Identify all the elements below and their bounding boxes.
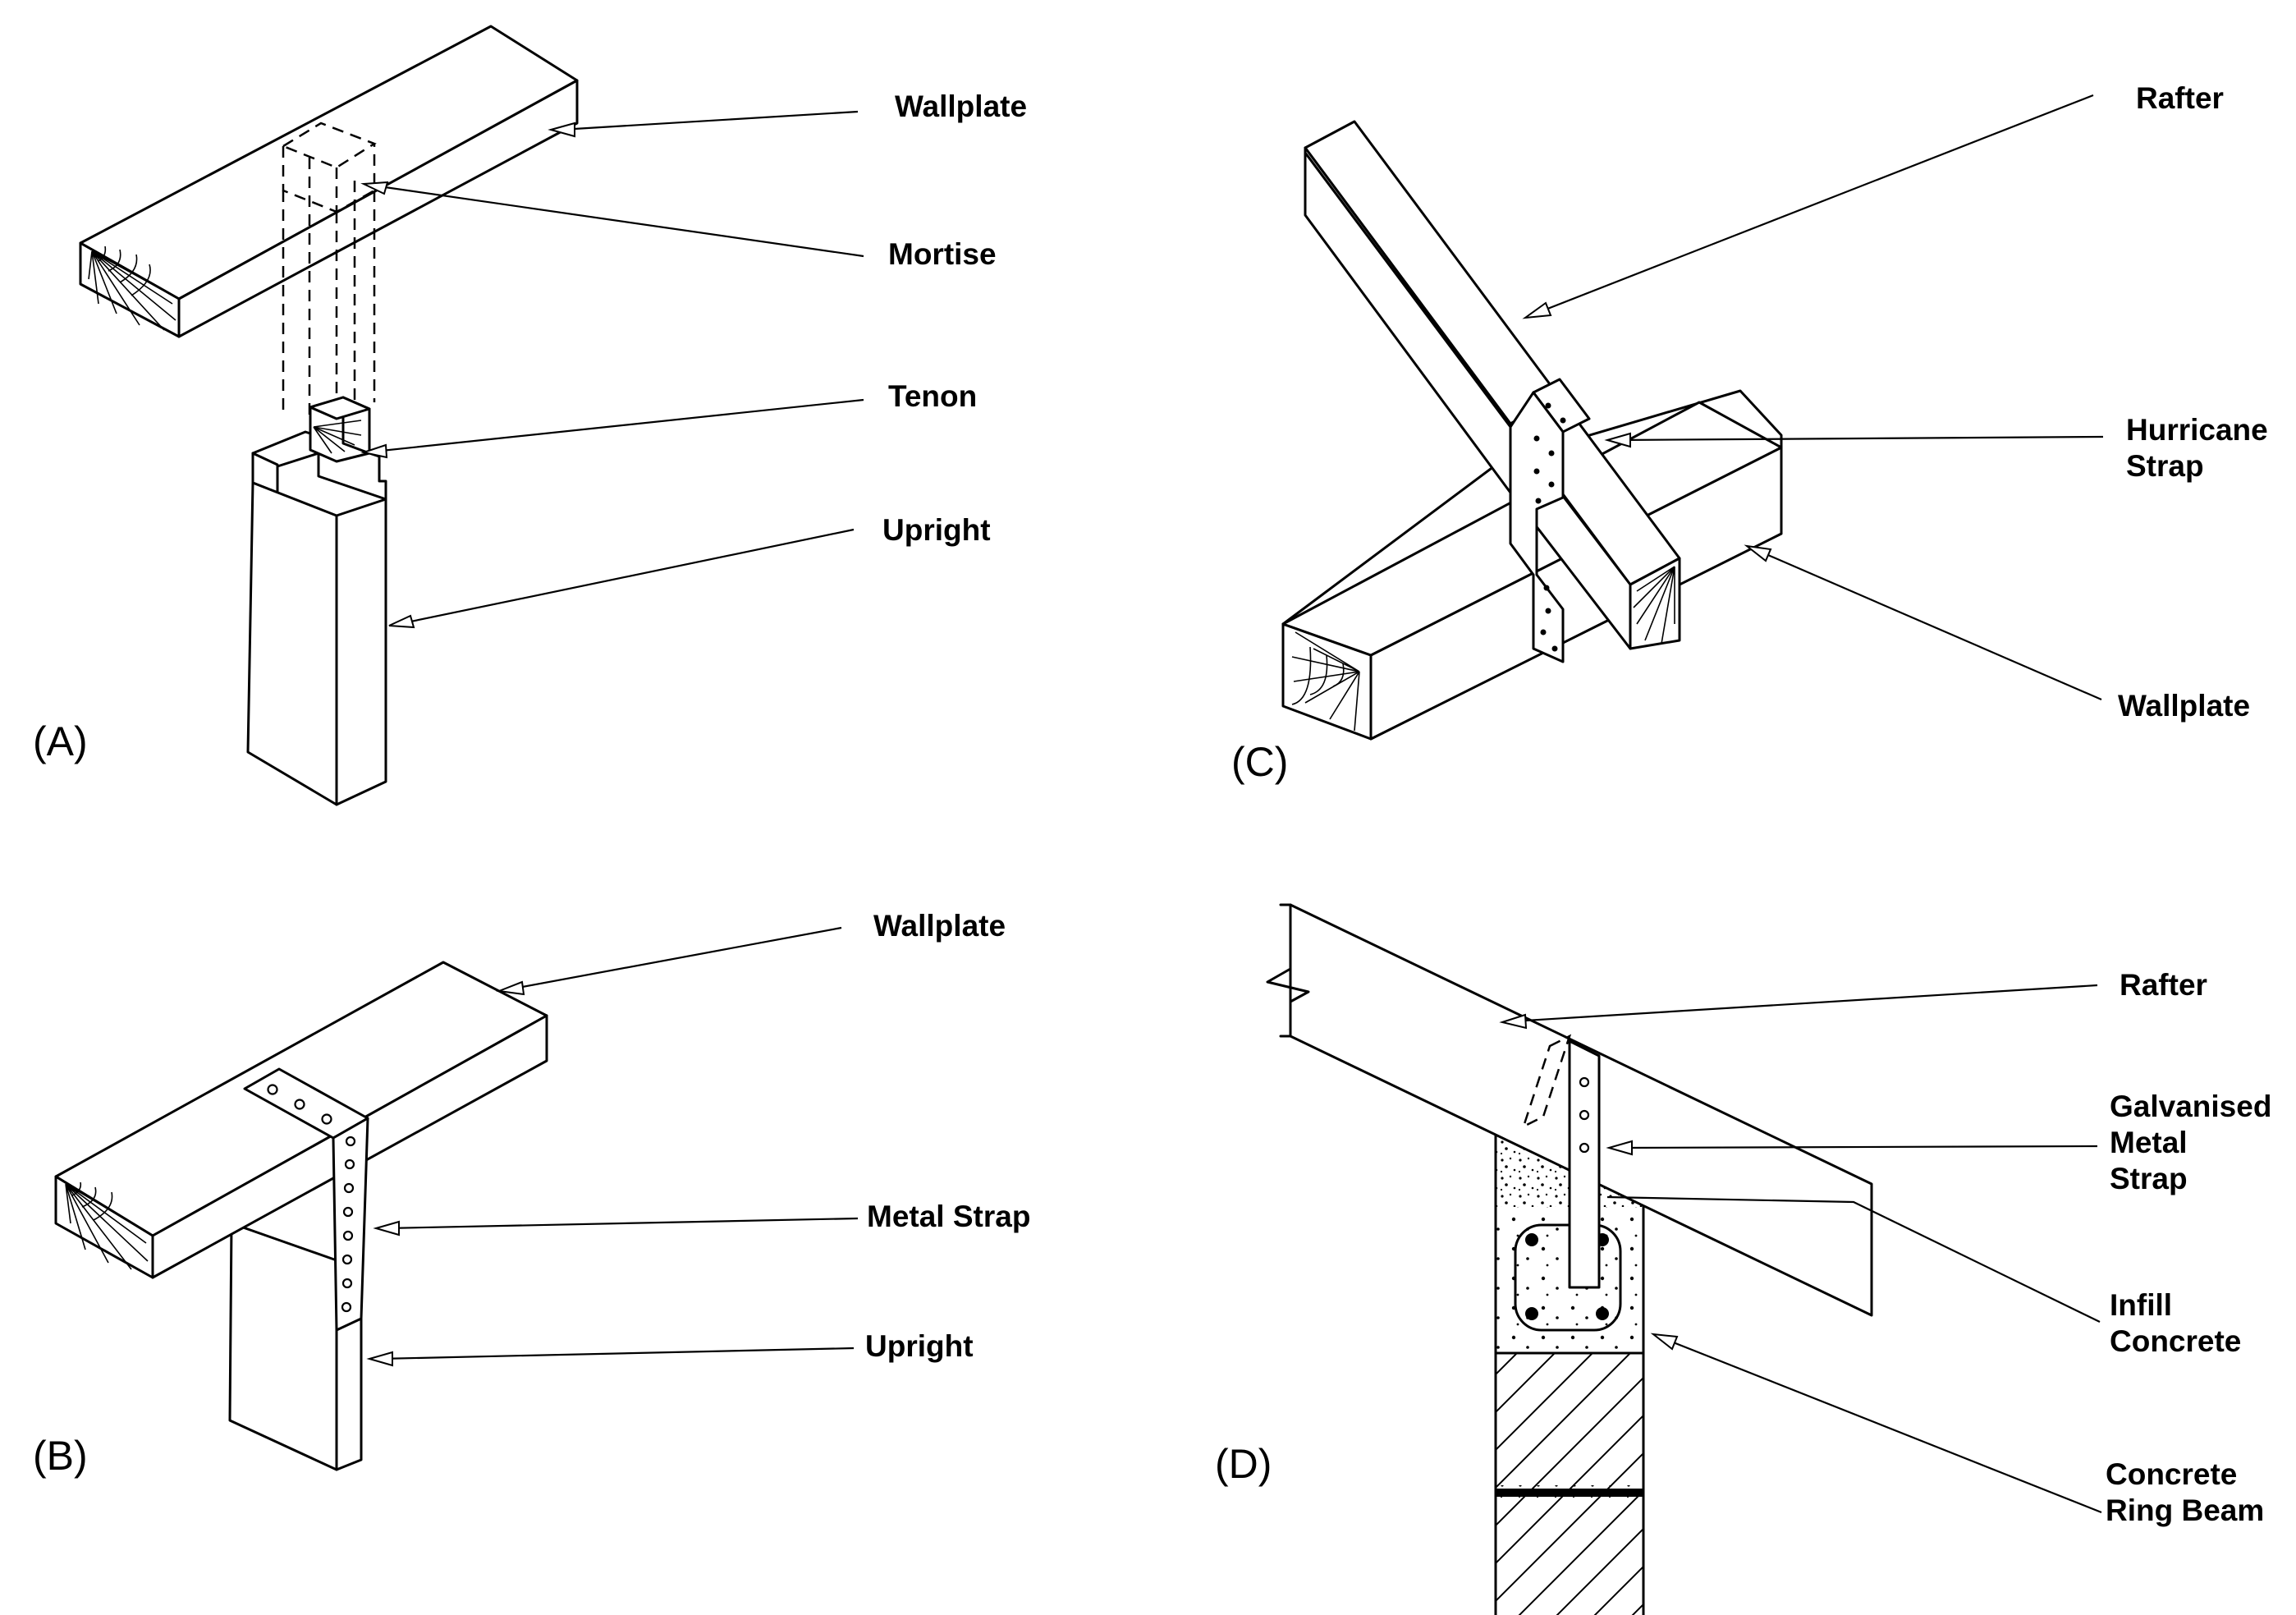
label-wallplate-a: Wallplate xyxy=(895,89,1027,123)
end-grain-a xyxy=(88,245,176,331)
label-upright-a: Upright xyxy=(882,513,991,547)
panel-d: Rafter Galvanised Metal Strap Infill Con… xyxy=(1215,903,2271,1615)
label-ring-beam-line2: Ring Beam xyxy=(2106,1493,2264,1527)
panel-c: Rafter Hurricane Strap Wallplate (C) xyxy=(1231,81,2268,785)
mortise-dashed-outline xyxy=(281,122,377,427)
panel-b: Wallplate Metal Strap Upright (B) xyxy=(33,909,1030,1479)
label-metal-strap-b: Metal Strap xyxy=(867,1200,1030,1233)
panel-tag-b: (B) xyxy=(33,1433,88,1479)
end-grain-b xyxy=(65,1181,149,1270)
leaders-a xyxy=(360,110,864,629)
leaders-b xyxy=(366,926,859,1367)
end-grain-c xyxy=(1291,631,1360,732)
label-galvanised-line2: Metal xyxy=(2110,1126,2188,1159)
label-rafter-d: Rafter xyxy=(2120,968,2207,1002)
label-wallplate-c: Wallplate xyxy=(2118,689,2250,723)
label-mortise: Mortise xyxy=(888,237,997,271)
panel-tag-a: (A) xyxy=(33,718,88,764)
wallplate-beam-a xyxy=(79,25,579,338)
label-galvanised-line3: Strap xyxy=(2110,1162,2188,1195)
label-infill-line2: Concrete xyxy=(2110,1324,2241,1358)
label-wallplate-b: Wallplate xyxy=(873,909,1006,943)
label-rafter-c: Rafter xyxy=(2136,81,2224,115)
galvanised-strap-d xyxy=(1568,1039,1601,1289)
metal-strap-b xyxy=(243,1067,369,1332)
panel-tag-d: (D) xyxy=(1215,1441,1272,1487)
brick-wall-d xyxy=(1494,1351,1645,1615)
leaders-c xyxy=(1522,94,2104,701)
label-upright-b: Upright xyxy=(865,1329,974,1363)
hurricane-strap-c xyxy=(1509,378,1591,663)
leaders-d xyxy=(1499,984,2102,1514)
label-infill-line1: Infill xyxy=(2110,1288,2172,1322)
panel-a: Wallplate Mortise Tenon Upright (A) xyxy=(33,25,1027,806)
label-galvanised-line1: Galvanised xyxy=(2110,1090,2271,1123)
label-hurricane-strap-line2: Strap xyxy=(2126,449,2204,483)
label-ring-beam-line1: Concrete xyxy=(2106,1457,2237,1491)
label-hurricane-strap-line1: Hurricane xyxy=(2126,413,2268,447)
panel-tag-c: (C) xyxy=(1231,739,1288,785)
upright-post-a xyxy=(246,396,387,806)
label-tenon: Tenon xyxy=(888,379,977,413)
